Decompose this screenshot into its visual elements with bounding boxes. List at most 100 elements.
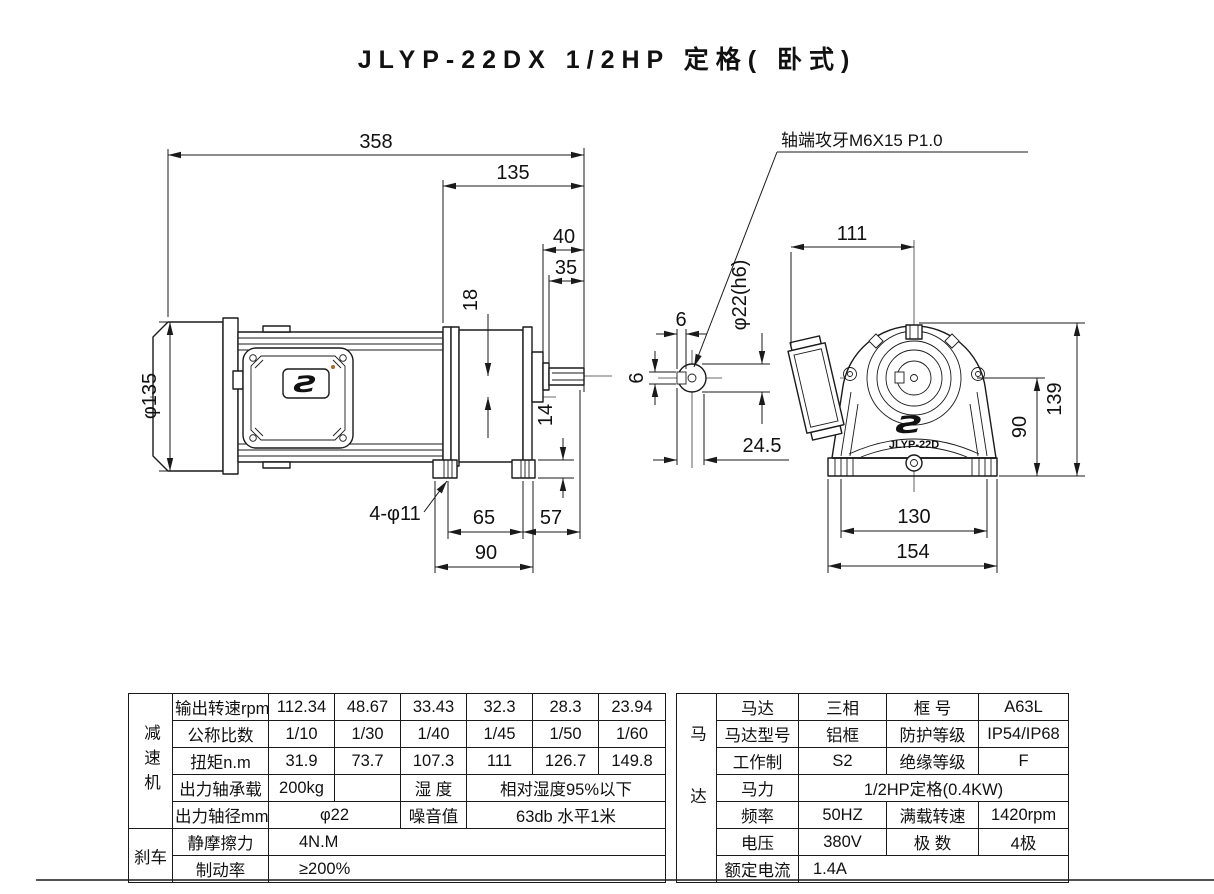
row-label: 静摩擦力 (172, 828, 269, 856)
cell-value: 73.7 (334, 747, 401, 775)
cell-value: φ22 (268, 801, 401, 829)
cell-value: 50HZ (798, 801, 887, 829)
mounting-foot (511, 459, 536, 479)
dim-foot-90: 90 (475, 542, 497, 564)
dim-foot-pitch-130: 130 (897, 506, 930, 528)
cell-value: 4极 (978, 828, 1069, 856)
row-label: 马达 (716, 693, 799, 721)
dim-base-width-154: 154 (896, 541, 929, 563)
cell-value: 1420rpm (978, 801, 1069, 829)
dim-shaft-35: 35 (555, 257, 577, 279)
table-row: 额定电流 1.4A (677, 855, 1069, 883)
row-label: 出力轴径mm (172, 801, 269, 829)
drain-plug (905, 454, 923, 472)
cell-value: 149.8 (598, 747, 666, 775)
dim-key-width-6: 6 (675, 309, 686, 331)
dim-center-height-90: 90 (1009, 416, 1031, 438)
brand-logo-icon: Ƨ (895, 411, 924, 439)
table-row: 马达 马达 三相 框 号 A63L (676, 693, 1069, 883)
dim-motor-diameter: φ135 (139, 373, 161, 419)
table-row: 马达型号 铝框 防护等级 IP54/IP68 (677, 720, 1069, 748)
row-label: 工作制 (716, 747, 799, 775)
cell-value: 4N.M (268, 828, 666, 856)
cell-value: S2 (798, 747, 887, 775)
reducer-spec-table: 减速机 输出转速rpm 112.34 48.67 33.43 32.3 28.3… (128, 693, 666, 883)
keyway (894, 371, 905, 384)
row-label: 框 号 (886, 693, 979, 721)
table-row: 工作制 S2 绝缘等级 F (677, 747, 1069, 775)
gearbox-body (458, 329, 524, 463)
cell-value: 相对湿度95%以下 (466, 774, 666, 802)
table-row: 频率 50HZ 满载转速 1420rpm (677, 801, 1069, 829)
cell-value: 28.3 (532, 693, 599, 721)
front-view: Ƨ JLYP-22D 轴端攻牙M6X15 P1.0 (626, 131, 1085, 573)
table-row: 出力轴径mm φ22 噪音值 63db 水平1米 (129, 801, 666, 829)
cell-value: 铝框 (798, 720, 887, 748)
cell-value: 126.7 (532, 747, 599, 775)
side-view: Ƨ (139, 131, 612, 573)
cell-value: 32.3 (466, 693, 533, 721)
row-label: 绝缘等级 (886, 747, 979, 775)
dim-key-height-6: 6 (626, 372, 648, 383)
row-label: 马达型号 (716, 720, 799, 748)
dim-height-139: 139 (1044, 382, 1066, 415)
screw-dot-icon (331, 365, 335, 369)
row-label: 防护等级 (886, 720, 979, 748)
table-row: 制动率 ≥200% (129, 855, 666, 883)
motor-spec-table: 马达 马达 三相 框 号 A63L 马达型号 铝框 防护等级 IP54/IP68… (676, 693, 1069, 883)
callout-shaft-tapping: 轴端攻牙M6X15 P1.0 (781, 131, 943, 150)
cell-value: 1/45 (466, 720, 533, 748)
mounting-foot (432, 459, 458, 479)
brand-logo-icon: Ƨ (293, 372, 318, 398)
row-label: 额定电流 (716, 855, 799, 883)
dim-overall-length: 358 (359, 131, 392, 153)
row-label: 公称比数 (172, 720, 269, 748)
dim-shaft-extension: 24.5 (743, 435, 782, 457)
cell-value: A63L (978, 693, 1069, 721)
cell-value: 1/2HP定格(0.4KW) (798, 774, 1069, 802)
table-row: 刹车 静摩擦力 4N.M (128, 828, 666, 883)
cell-value: 380V (798, 828, 887, 856)
row-label: 极 数 (886, 828, 979, 856)
row-label: 频率 (716, 801, 799, 829)
dim-axis-offset-18: 18 (460, 289, 482, 311)
eyebolt-boss (905, 324, 923, 340)
drawing-title: JLYP-22DX 1/2HP 定格( 卧式) (357, 46, 857, 74)
row-label: 噪音值 (400, 801, 467, 829)
table-row: 电压 380V 极 数 4极 (677, 828, 1069, 856)
cell-value: 三相 (798, 693, 887, 721)
cell-value: F (978, 747, 1069, 775)
cell-value: 200kg (268, 774, 335, 802)
terminal-box (787, 335, 845, 441)
cell-value: 1/10 (268, 720, 335, 748)
dim-foot-57: 57 (540, 507, 562, 529)
row-label: 制动率 (172, 855, 269, 883)
row-label: 马力 (716, 774, 799, 802)
cell-value: 111 (466, 747, 533, 775)
cell-value: 63db 水平1米 (466, 801, 666, 829)
group-brake: 刹车 (128, 828, 173, 883)
cell-value: 1/50 (532, 720, 599, 748)
cell-value: IP54/IP68 (978, 720, 1069, 748)
dim-shaft-diameter: φ22(h6) (729, 260, 751, 331)
table-row: 出力轴承载 200kg 湿 度 相对湿度95%以下 (129, 774, 666, 802)
output-shaft (548, 367, 585, 386)
cell-value: 33.43 (400, 693, 467, 721)
row-label: 湿 度 (400, 774, 467, 802)
cell-value: ≥200% (268, 855, 666, 883)
dim-gearbox-length: 135 (496, 162, 529, 184)
row-label: 电压 (716, 828, 799, 856)
dim-foot-65: 65 (473, 507, 495, 529)
row-label: 出力轴承载 (172, 774, 269, 802)
row-label: 输出转速rpm (172, 693, 269, 721)
table-row: 公称比数 1/10 1/30 1/40 1/45 1/50 1/60 (129, 720, 666, 748)
cell-value: 48.67 (334, 693, 401, 721)
cell-value: 107.3 (400, 747, 467, 775)
cell-value: 112.34 (268, 693, 335, 721)
cell-empty (334, 774, 401, 802)
cell-value: 1.4A (798, 855, 1069, 883)
table-row: 减速机 输出转速rpm 112.34 48.67 33.43 32.3 28.3… (128, 693, 666, 829)
group-motor: 马达 (676, 693, 717, 883)
